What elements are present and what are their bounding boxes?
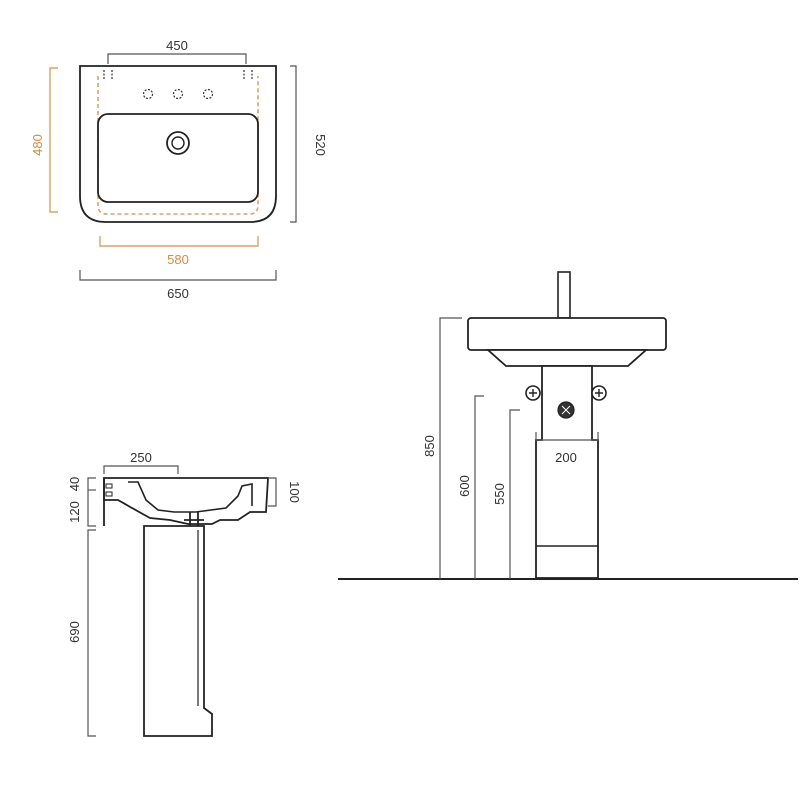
top-view-bowl — [97, 113, 259, 203]
side-view: 250 120 40 100 690 — [67, 450, 302, 737]
dim-label-rim: 120 — [67, 501, 82, 523]
dim-label-bowl-height: 100 — [287, 481, 302, 503]
dim-line-total-height — [439, 317, 462, 579]
dim-line-mount-height — [474, 395, 484, 579]
dim-line-pedestal-height — [87, 529, 96, 737]
top-view-dashed-edge — [97, 76, 259, 215]
top-view: 450 480 520 580 650 — [30, 38, 328, 301]
front-view: 850 600 550 200 — [338, 271, 798, 580]
tap-icon — [557, 271, 571, 319]
dim-label-width-inner: 580 — [167, 252, 189, 267]
dim-label-depth-inner: 480 — [30, 134, 45, 156]
dim-line-waste-height — [509, 409, 520, 579]
dim-label-width-outer: 650 — [167, 286, 189, 301]
front-view-basin — [467, 317, 667, 351]
dim-line-projection — [103, 465, 179, 474]
drain-icon — [166, 131, 190, 155]
dim-line-depth-inner — [49, 67, 58, 213]
dim-line-pedestal-width — [535, 432, 599, 441]
dim-label-pedestal-width: 200 — [555, 450, 577, 465]
side-view-bowl-cavity — [128, 481, 253, 513]
dim-line-width-outer — [79, 270, 277, 281]
dim-line-tap-spacing — [107, 53, 247, 64]
fixing-mark-left-icon — [103, 70, 113, 80]
valve-right-handle-icon — [595, 389, 603, 397]
dim-label-mount-height: 600 — [457, 475, 472, 497]
dim-label-rim-top: 40 — [67, 477, 82, 491]
dim-line-bowl-height — [268, 477, 277, 507]
dim-label-total-height: 850 — [422, 435, 437, 457]
tap-hole-right-icon — [202, 88, 214, 100]
dim-line-rim — [87, 477, 96, 527]
dim-label-tap-spacing: 450 — [166, 38, 188, 53]
tap-hole-left-icon — [142, 88, 154, 100]
dim-label-projection: 250 — [130, 450, 152, 465]
dim-line-width-inner — [99, 236, 259, 247]
drain-inner-icon — [171, 136, 185, 150]
dim-label-pedestal-height: 690 — [67, 621, 82, 643]
side-view-pedestal — [143, 525, 213, 737]
side-fixing-lower-icon — [105, 491, 113, 497]
dim-label-waste-height: 550 — [492, 483, 507, 505]
tap-hole-center-icon — [172, 88, 184, 100]
side-view-basin-section — [103, 477, 269, 525]
dim-line-depth-outer — [290, 65, 297, 223]
waste-outlet-grid-icon — [561, 405, 571, 415]
side-fixing-upper-icon — [105, 483, 113, 489]
dim-label-depth-outer: 520 — [313, 134, 328, 156]
front-view-basin-underside — [485, 349, 649, 367]
valve-left-handle-icon — [529, 389, 537, 397]
fixing-mark-right-icon — [243, 70, 253, 80]
